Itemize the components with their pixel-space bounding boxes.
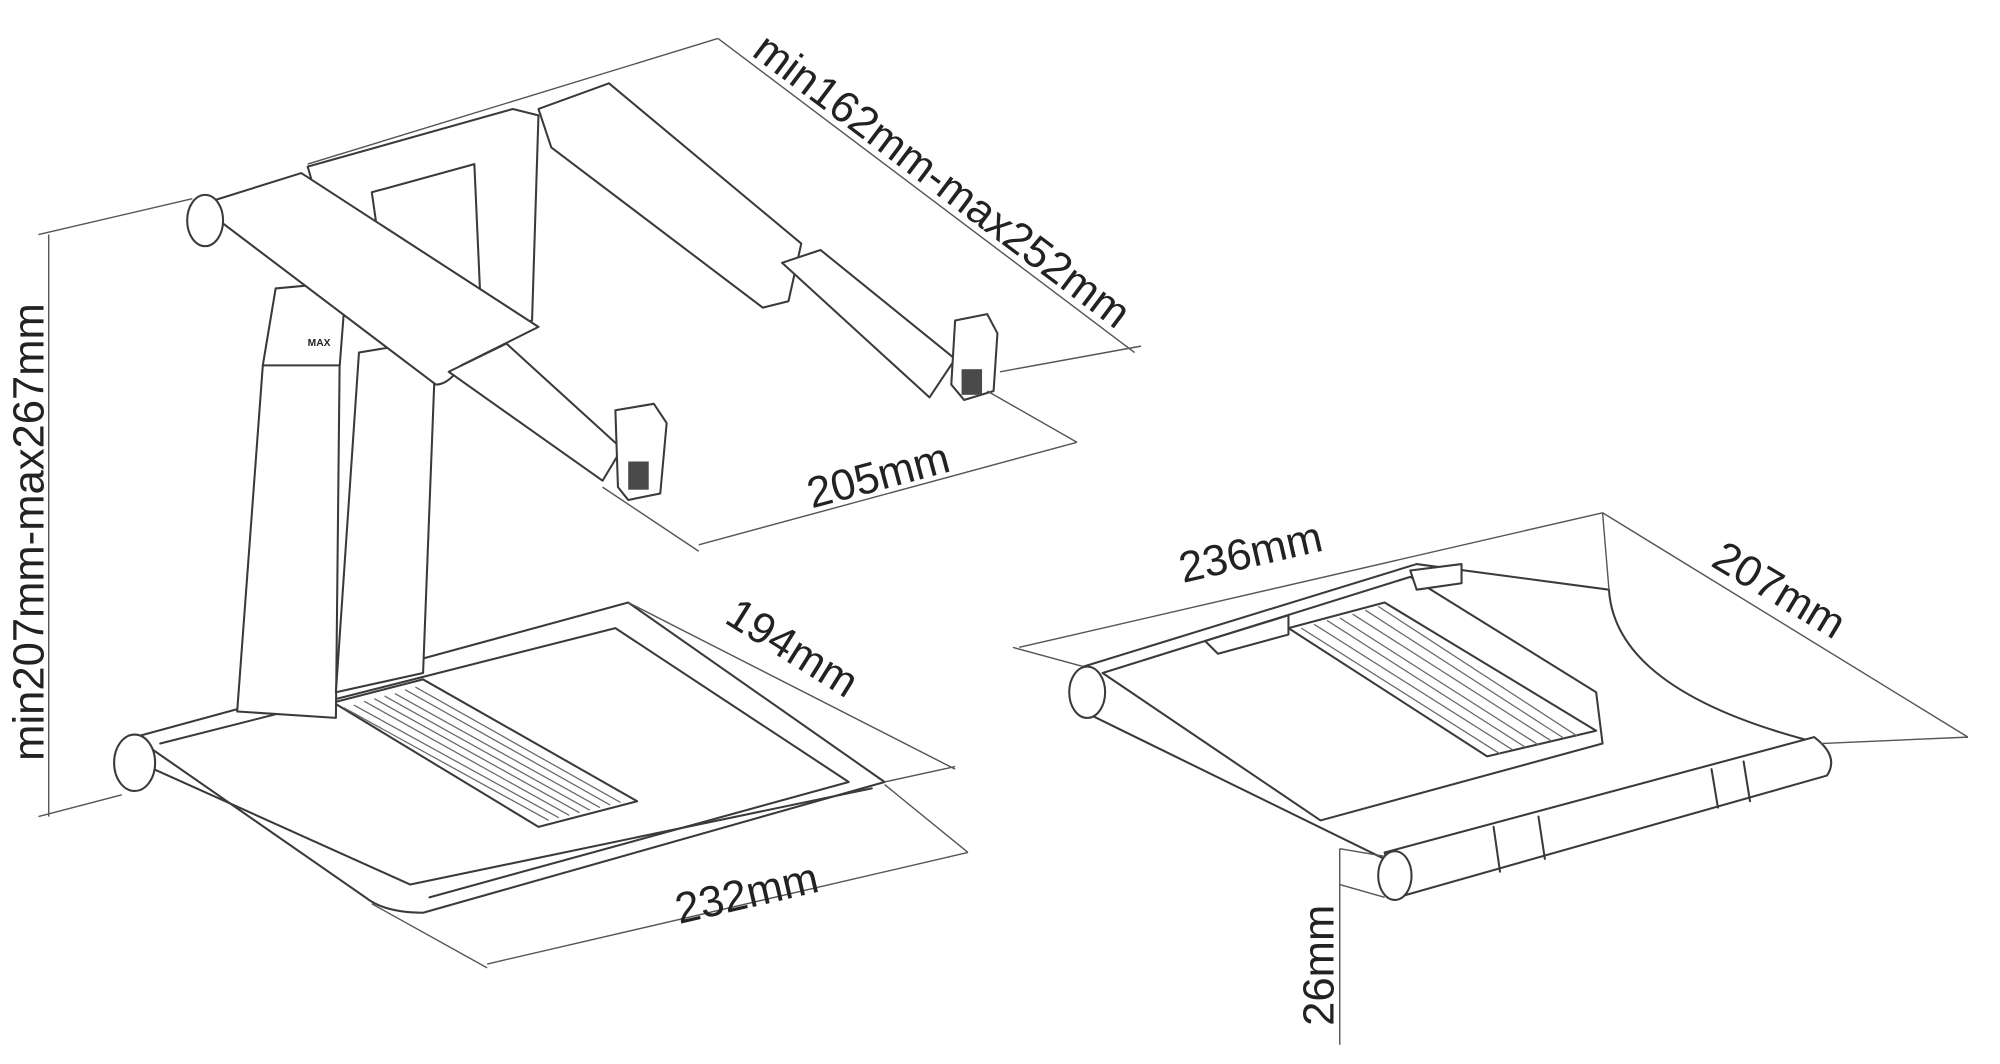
label-arm-length: 205mm [802,434,955,518]
support-pole-right [334,338,437,694]
base-roller [113,733,157,792]
pole-max-marking: MAX [308,338,331,349]
rear-arm [537,82,803,309]
left-dimension-lines [38,37,1142,969]
folded-vent [1287,601,1598,758]
unfolded-stand-drawing: MAX [113,82,999,914]
front-arm [197,172,540,386]
label-folded-height: 26mm [1295,905,1343,1026]
label-height-range: min207mm-max267mm [6,303,54,761]
folded-roller-bar [1383,736,1833,899]
support-pole-left [236,351,341,719]
label-folded-depth: 207mm [1704,533,1853,649]
base-vent [332,678,639,828]
right-dimension-lines [1012,512,1969,1045]
label-width-range: min162mm-max252mm [745,24,1139,338]
label-folded-width: 236mm [1175,513,1327,592]
label-base-width: 232mm [671,854,823,933]
folded-stand-drawing [1068,563,1833,901]
